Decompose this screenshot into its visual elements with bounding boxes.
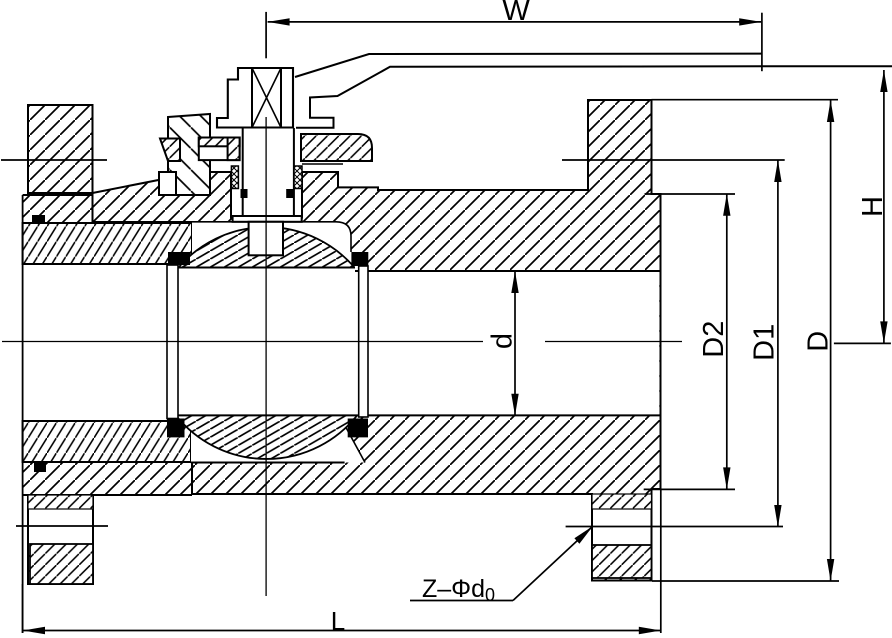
svg-text:D: D: [802, 331, 834, 352]
svg-text:d: d: [487, 333, 519, 349]
svg-text:L: L: [331, 606, 345, 636]
svg-text:D2: D2: [698, 321, 730, 358]
svg-text:D1: D1: [749, 324, 781, 361]
svg-text:W: W: [502, 0, 530, 27]
svg-text:H: H: [857, 196, 889, 217]
svg-text:Z–Φd0: Z–Φd0: [422, 575, 495, 605]
